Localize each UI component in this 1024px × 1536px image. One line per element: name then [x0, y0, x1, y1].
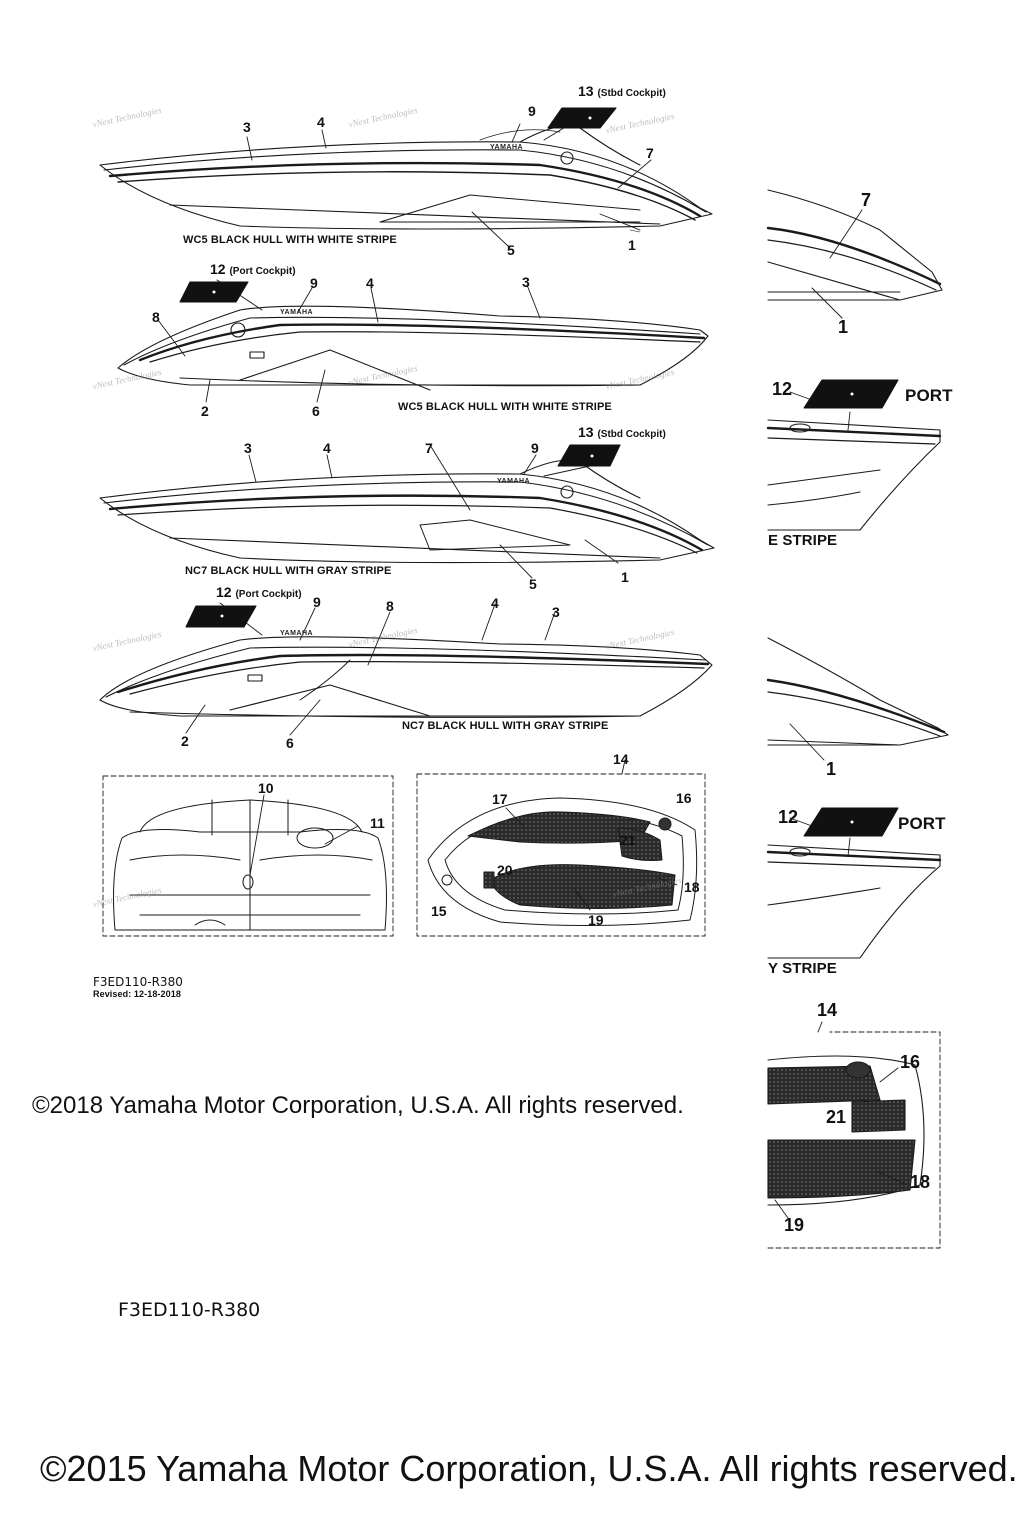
callout-12: 12 (Port Cockpit) — [210, 262, 296, 279]
callout-8: 8 — [386, 598, 394, 614]
revision-date: Revised: 12-18-2018 — [93, 989, 181, 999]
callout-16: 16 — [900, 1052, 921, 1072]
callout-9: 9 — [313, 594, 321, 610]
callout-12: 12 — [778, 807, 799, 827]
boat-caption: WC5 BLACK HULL WITH WHITE STRIPE — [183, 234, 397, 246]
callout-9: 9 — [528, 103, 536, 119]
copyright-2018: ©2018 Yamaha Motor Corporation, U.S.A. A… — [32, 1092, 684, 1119]
right-crop-bow-2 — [766, 637, 949, 761]
callout-1: 1 — [838, 317, 849, 337]
callout-18: 18 — [684, 879, 700, 895]
stripe-label: E STRIPE — [768, 532, 838, 549]
boat-1-outline — [99, 125, 713, 233]
port-cockpit-note: (Port Cockpit) — [235, 589, 302, 600]
callout-17: 17 — [492, 791, 508, 807]
right-crop-port-1 — [766, 391, 942, 531]
callout-6: 6 — [286, 735, 294, 751]
callout-12-num: 12 — [210, 261, 226, 277]
callout-12: 12 (Port Cockpit) — [216, 585, 302, 602]
callout-3: 3 — [552, 604, 560, 620]
brand-mark: YAMAHA — [497, 478, 531, 485]
callout-14: 14 — [817, 1000, 838, 1020]
callout-2: 2 — [201, 403, 209, 419]
decal-13-stbd-cockpit-b — [557, 444, 621, 467]
callout-3: 3 — [522, 274, 530, 290]
callout-13: 13 (Stbd Cockpit) — [578, 425, 666, 442]
callout-4: 4 — [491, 595, 499, 611]
brand-mark: YAMAHA — [280, 630, 314, 637]
callout-7: 7 — [646, 145, 654, 161]
figure-code-large: F3ED110-R380 — [118, 1299, 261, 1321]
callout-12: 12 — [772, 379, 793, 399]
callout-5: 5 — [507, 242, 515, 258]
callout-14: 14 — [613, 751, 629, 767]
callout-5: 5 — [529, 576, 537, 592]
callout-3: 3 — [243, 119, 251, 135]
callout-1: 1 — [628, 237, 636, 253]
boat-3-outline — [99, 459, 715, 564]
callout-21: 21 — [620, 832, 636, 848]
callout-16: 16 — [676, 790, 692, 806]
stbd-cockpit-note: (Stbd Cockpit) — [597, 88, 666, 99]
callout-19: 19 — [784, 1215, 805, 1235]
stbd-cockpit-note: (Stbd Cockpit) — [597, 429, 666, 440]
port-cockpit-note: (Port Cockpit) — [229, 266, 296, 277]
callout-4: 4 — [317, 114, 325, 130]
callout-11: 11 — [370, 815, 385, 831]
callout-8: 8 — [152, 309, 160, 325]
callout-13-num: 13 — [578, 424, 594, 440]
callout-15: 15 — [431, 903, 447, 919]
boat-caption: NC7 BLACK HULL WITH GRAY STRIPE — [185, 565, 392, 577]
callout-13-num: 13 — [578, 83, 594, 99]
callout-13: 13 (Stbd Cockpit) — [578, 84, 666, 101]
callout-1: 1 — [621, 569, 629, 585]
boat-caption: WC5 BLACK HULL WITH WHITE STRIPE — [398, 401, 612, 413]
callout-19: 19 — [588, 912, 604, 928]
callout-9: 9 — [531, 440, 539, 456]
callout-7: 7 — [861, 190, 872, 210]
callout-4: 4 — [323, 440, 331, 456]
callout-9: 9 — [310, 275, 318, 291]
brand-mark: YAMAHA — [280, 309, 314, 316]
right-crop-port-2 — [766, 817, 942, 959]
callout-12-num: 12 — [216, 584, 232, 600]
callout-6: 6 — [312, 403, 320, 419]
callout-10: 10 — [258, 780, 274, 796]
callout-4: 4 — [366, 275, 374, 291]
callout-18: 18 — [910, 1172, 931, 1192]
callout-7: 7 — [425, 440, 433, 456]
callout-2: 2 — [181, 733, 189, 749]
callout-1: 1 — [826, 759, 837, 779]
deck-view-drawing — [427, 797, 698, 927]
stern-view-drawing — [113, 794, 387, 931]
callout-3: 3 — [244, 440, 252, 456]
port-label: PORT — [905, 386, 953, 405]
copyright-2015: ©2015 Yamaha Motor Corporation, U.S.A. A… — [40, 1448, 1018, 1489]
figure-code: F3ED110-R380 — [93, 975, 183, 989]
stern-detail-frame — [102, 775, 394, 937]
callout-21: 21 — [826, 1107, 847, 1127]
boat-caption: NC7 BLACK HULL WITH GRAY STRIPE — [402, 720, 609, 732]
stripe-label: Y STRIPE — [768, 960, 837, 977]
right-crop-deck-detail — [767, 1021, 941, 1249]
right-crop-bow-1 — [766, 189, 943, 319]
boat-2-outline — [117, 305, 709, 391]
decal-13-stbd-cockpit — [547, 107, 617, 129]
callout-20: 20 — [497, 862, 513, 878]
deck-detail-frame — [416, 773, 706, 937]
port-label: PORT — [898, 814, 946, 833]
brand-mark: YAMAHA — [490, 144, 524, 151]
boat-4-outline — [99, 636, 713, 718]
